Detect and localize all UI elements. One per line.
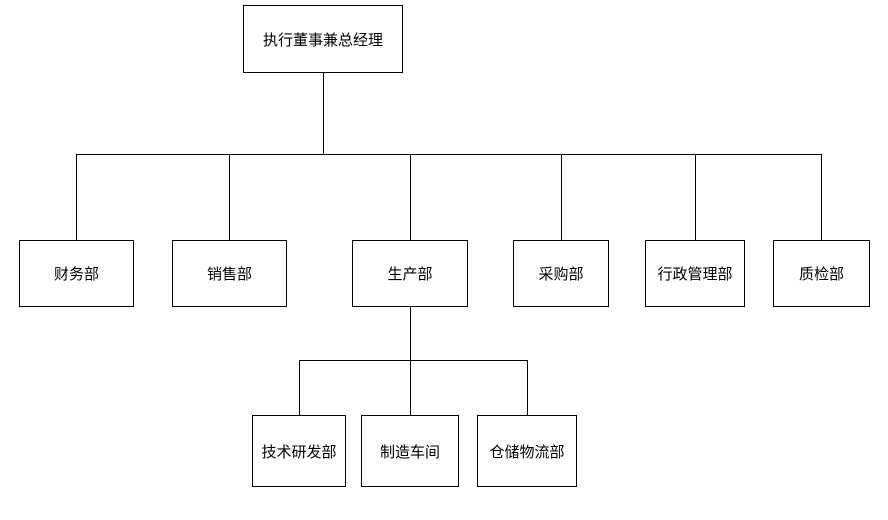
connector-drop-finance [76, 154, 77, 240]
node-label: 质检部 [798, 265, 844, 283]
node-quality-inspection-dept: 质检部 [773, 240, 870, 307]
node-label: 采购部 [538, 265, 584, 283]
node-label: 技术研发部 [261, 442, 337, 461]
connector-level3-bus [299, 360, 528, 361]
node-tech-rnd-dept: 技术研发部 [252, 415, 346, 487]
node-executive-director-general-manager: 执行董事兼总经理 [243, 5, 403, 73]
connector-drop-rnd [299, 360, 300, 415]
node-manufacturing-workshop: 制造车间 [361, 415, 459, 487]
connector-drop-logistics [527, 360, 528, 415]
connector-production-trunk [410, 307, 411, 360]
connector-drop-production [410, 154, 411, 240]
node-warehouse-logistics-dept: 仓储物流部 [477, 415, 577, 487]
node-label: 销售部 [206, 265, 252, 283]
connector-level2-bus [76, 154, 822, 155]
node-purchasing-dept: 采购部 [513, 240, 609, 307]
node-label: 制造车间 [379, 442, 440, 461]
node-label: 财务部 [53, 265, 99, 283]
node-label: 仓储物流部 [489, 442, 565, 461]
node-label: 执行董事兼总经理 [262, 30, 383, 49]
connector-drop-workshop [410, 360, 411, 415]
node-label: 生产部 [387, 265, 433, 283]
connector-root-trunk [323, 73, 324, 154]
connector-drop-purchasing [561, 154, 562, 240]
node-production-dept: 生产部 [352, 240, 468, 307]
connector-drop-admin [695, 154, 696, 240]
node-admin-management-dept: 行政管理部 [645, 240, 745, 307]
connector-drop-quality [821, 154, 822, 240]
node-label: 行政管理部 [657, 265, 733, 283]
connector-drop-sales [229, 154, 230, 240]
node-sales-dept: 销售部 [172, 240, 287, 307]
node-finance-dept: 财务部 [19, 240, 134, 307]
